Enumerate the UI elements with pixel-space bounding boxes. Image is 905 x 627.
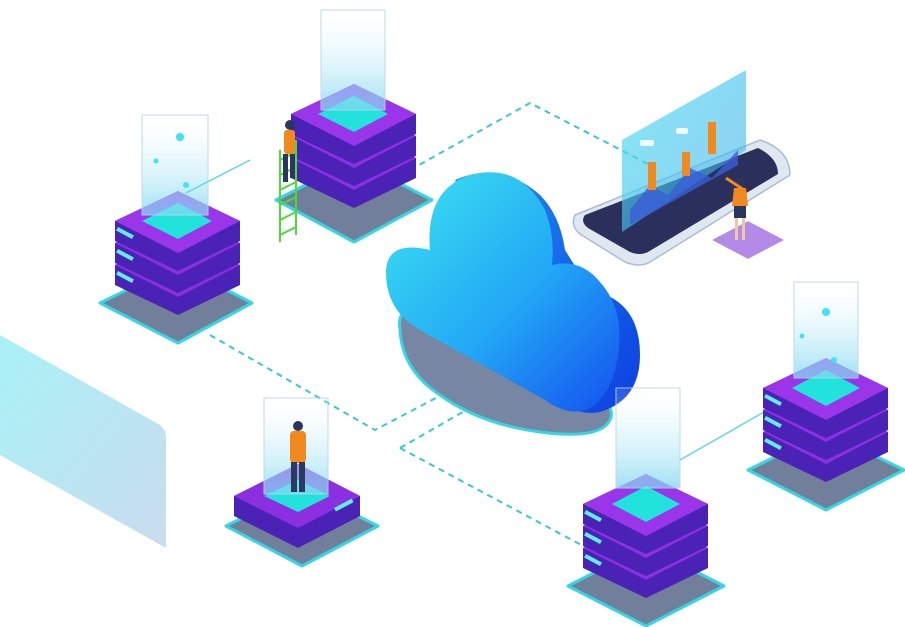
- server-stack-right: [746, 281, 905, 512]
- server-stack-left: [98, 114, 254, 345]
- server-stack-center: [224, 397, 380, 568]
- person-icon: [725, 176, 748, 240]
- cloud-icon: [385, 172, 640, 436]
- person-icon: [290, 421, 306, 492]
- chart-dashboard-icon: [572, 70, 791, 266]
- server-stack-bottom: [566, 387, 765, 627]
- network-links: [209, 101, 651, 556]
- person-icon: [283, 120, 295, 182]
- server-stack-top: [274, 9, 434, 244]
- glass-panel: [0, 335, 166, 548]
